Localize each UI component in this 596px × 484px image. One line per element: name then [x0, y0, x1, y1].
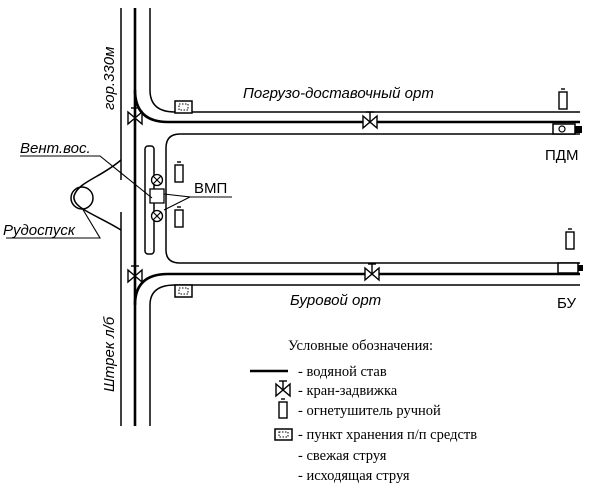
legend: Условные обозначения: - водяной став - к…: [250, 338, 477, 484]
legend-item-water-pipe: - водяной став: [298, 364, 387, 380]
storage-point-icon: [174, 100, 193, 114]
leader-lines: [6, 155, 232, 239]
drill-rig: [557, 262, 583, 274]
water-pipe-top: [133, 89, 580, 124]
legend-item-fresh-air: - свежая струя: [298, 448, 387, 464]
vent-leader: [20, 155, 153, 199]
ort-bottom-label: Буровой орт: [290, 292, 381, 309]
gate-valve-icon: [362, 111, 378, 130]
legend-item-exhaust-air: - исходящая струя: [298, 468, 410, 484]
vmp-label: ВМП: [194, 180, 227, 197]
water-pipe-bottom: [133, 272, 580, 306]
legend-storage-point-icon: [274, 428, 293, 441]
ore-pass-bulge: [73, 159, 122, 231]
fan-icon: [150, 173, 164, 187]
water-pipes: [133, 8, 580, 426]
shtrek-label: Штрек л/б: [101, 316, 118, 392]
gorizont-label: гор.330м: [101, 47, 118, 110]
vent-label: Вент.вос.: [20, 140, 91, 157]
storage-points: [174, 100, 193, 298]
vmp-leader: [163, 193, 192, 211]
rudospusk-label: Рудоспуск: [3, 222, 76, 239]
rudospusk-leader: [6, 207, 101, 239]
fire-extinguisher-icon: [565, 228, 575, 250]
storage-point-icon: [174, 284, 193, 298]
gate-valves: [127, 107, 380, 284]
fan-icon: [150, 209, 164, 223]
fans: [149, 173, 165, 223]
legend-title: Условные обозначения:: [288, 338, 433, 354]
legend-item-storage-point: - пункт хранения п/п средств: [298, 427, 477, 443]
legend-fire-extinguisher-icon: [278, 398, 288, 419]
gate-valve-icon: [127, 265, 143, 284]
vent-structure: [149, 188, 165, 204]
gate-valve-icon: [364, 263, 380, 282]
lhd-machine: [552, 123, 582, 135]
pillar-outline: [165, 133, 580, 264]
bu-label: БУ: [557, 295, 576, 312]
fire-extinguisher-icon: [174, 161, 184, 183]
pdm-label: ПДМ: [545, 147, 578, 164]
gate-valve-icon: [127, 107, 143, 126]
legend-item-fire-extinguisher: - огнетушитель ручной: [298, 403, 441, 419]
fire-extinguisher-icon: [558, 88, 568, 110]
ort-top-label: Погрузо-доставочный орт: [243, 85, 434, 102]
legend-item-gate-valve: - кран-задвижка: [298, 383, 398, 399]
fire-extinguisher-icon: [174, 206, 184, 228]
fire-extinguishers: [174, 88, 575, 250]
legend-gate-valve-icon: [275, 380, 291, 398]
